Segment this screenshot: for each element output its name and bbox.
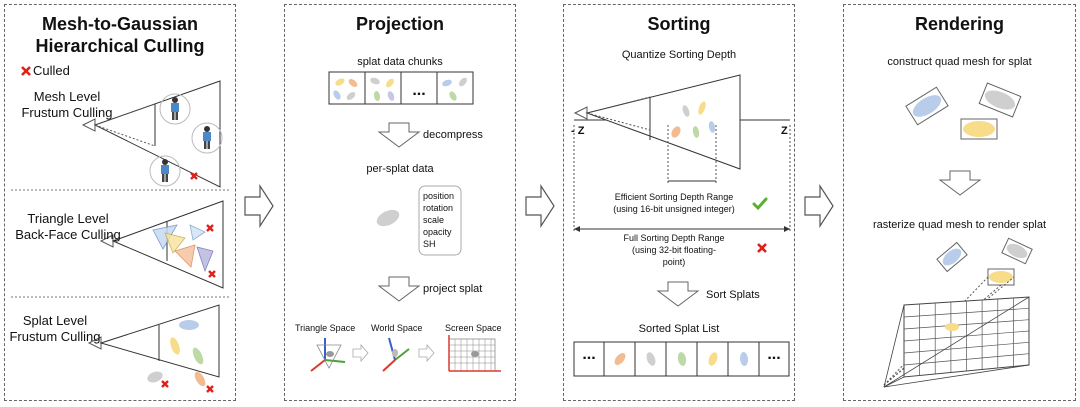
- axes-icon: [382, 337, 410, 372]
- full-range-label-2: (using 32-bit floating-: [631, 245, 717, 255]
- full-range-label-3: point): [662, 257, 686, 267]
- sorting-title: Sorting: [647, 14, 711, 34]
- sorted-splat-list: [573, 341, 790, 377]
- chunk-row: [328, 71, 474, 105]
- sorted-list-label: Sorted Splat List: [638, 323, 720, 335]
- triangle-space-label: Triangle Space: [295, 323, 356, 333]
- rendering-illustration: [883, 82, 1033, 388]
- triangle-level-label-2: Back-Face Culling: [15, 227, 121, 242]
- efficient-range-label-1: Efficient Sorting Depth Range: [614, 192, 734, 202]
- chunk-dots: ...: [412, 82, 426, 99]
- splat-frustum: [99, 304, 220, 378]
- grid-icon: [448, 335, 501, 372]
- splat-level-label-2: Frustum Culling: [9, 329, 101, 344]
- attr-opacity: opacity: [423, 227, 452, 237]
- cross-icon: [757, 243, 767, 253]
- sorting-frustum: [585, 74, 741, 170]
- screen-space-label: Screen Space: [445, 323, 502, 333]
- person-icon: [149, 155, 181, 187]
- culling-illustration: [11, 66, 231, 393]
- cross-icon: [21, 66, 31, 76]
- mesh-frustum: [93, 80, 221, 188]
- triangle-frustum: [111, 200, 224, 289]
- splat-level-label-1: Splat Level: [22, 313, 88, 328]
- axes-icon: [310, 338, 346, 372]
- decompress-label: decompress: [423, 129, 483, 141]
- quad-blue: [905, 86, 949, 126]
- mesh-level-label-2: Frustum Culling: [21, 105, 113, 120]
- rasterize-label: rasterize quad mesh to render splat: [872, 219, 1047, 231]
- cross-icon: [161, 380, 169, 388]
- culling-title-line1: Mesh-to-Gaussian: [41, 14, 199, 34]
- camera-icon: [573, 106, 588, 120]
- cross-icon: [208, 270, 216, 278]
- cross-icon: [206, 224, 214, 232]
- cross-icon: [206, 385, 214, 393]
- project-splat-label: project splat: [423, 283, 483, 295]
- projection-illustration: [310, 71, 501, 372]
- right-arrow-icon: [525, 184, 555, 228]
- neg-z-label: - Z: [571, 125, 585, 137]
- triangle-level-label-1: Triangle Level: [27, 211, 109, 226]
- down-arrow-icon: [377, 276, 421, 302]
- down-arrow-icon: [938, 170, 982, 196]
- sorting-panel: Sorting Quantize Sorting Depth: [563, 4, 795, 401]
- sorted-list-dots-right: ...: [767, 346, 781, 363]
- full-range-label-1: Full Sorting Depth Range: [623, 233, 725, 243]
- sorting-illustration: [573, 74, 791, 377]
- person-icon: [191, 122, 223, 154]
- sorted-list-dots-left: ...: [582, 346, 596, 363]
- efficient-range-label-2: (using 16-bit unsigned integer): [613, 204, 735, 214]
- quad-yellow: [960, 118, 998, 140]
- culling-panel: Mesh-to-Gaussian Hierarchical Culling: [4, 4, 236, 401]
- rendering-title: Rendering: [914, 14, 1004, 34]
- construct-label: construct quad mesh for splat: [887, 56, 1032, 68]
- sort-splats-label: Sort Splats: [706, 289, 760, 301]
- quad-gray: [978, 82, 1022, 118]
- per-splat-label: per-splat data: [366, 163, 434, 175]
- projection-panel: Projection splat data chunks: [284, 4, 516, 401]
- cross-icon: [190, 172, 198, 180]
- attr-position: position: [423, 191, 455, 201]
- person-icon: [159, 93, 191, 125]
- attr-scale: scale: [423, 215, 445, 225]
- legend-label: Culled: [33, 63, 70, 78]
- rendering-panel: Rendering construct quad mesh for splat: [843, 4, 1076, 401]
- projection-title: Projection: [355, 14, 444, 34]
- mesh-level-label-1: Mesh Level: [33, 89, 101, 104]
- right-arrow-icon: [804, 184, 834, 228]
- quantize-label: Quantize Sorting Depth: [621, 49, 737, 61]
- attr-sh: SH: [423, 239, 436, 249]
- down-arrow-icon: [377, 122, 421, 148]
- pos-z-label: Z: [781, 125, 788, 137]
- attr-rotation: rotation: [423, 203, 454, 213]
- down-arrow-icon: [656, 281, 700, 307]
- world-space-label: World Space: [371, 323, 423, 333]
- culling-title-line2: Hierarchical Culling: [35, 36, 205, 56]
- attribute-box: [418, 185, 462, 256]
- chunks-label: splat data chunks: [357, 56, 443, 68]
- right-arrow-icon: [244, 184, 274, 228]
- check-icon: [752, 197, 768, 211]
